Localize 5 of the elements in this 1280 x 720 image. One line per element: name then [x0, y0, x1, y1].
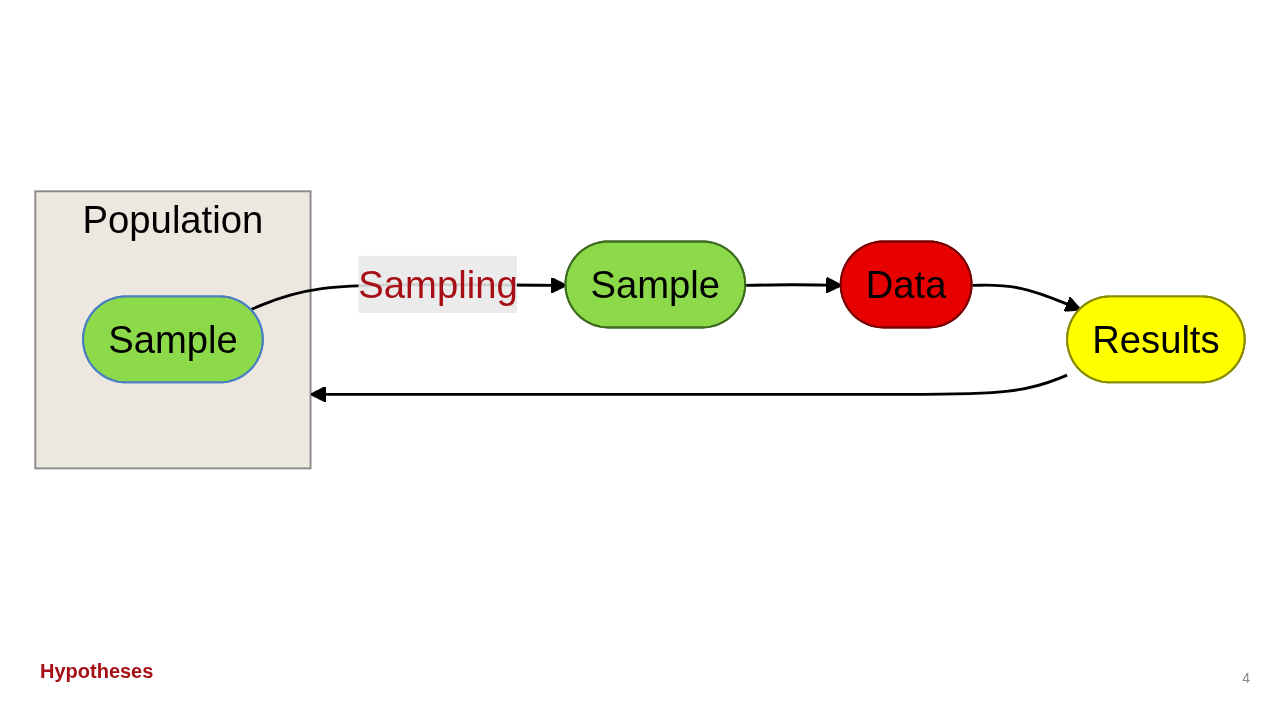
edge-label: Sampling: [358, 263, 518, 306]
arrow: [309, 373, 1068, 403]
page-number: 4: [1242, 670, 1250, 686]
note-text: Hypotheses: [40, 660, 154, 683]
arrow: [972, 283, 1082, 312]
